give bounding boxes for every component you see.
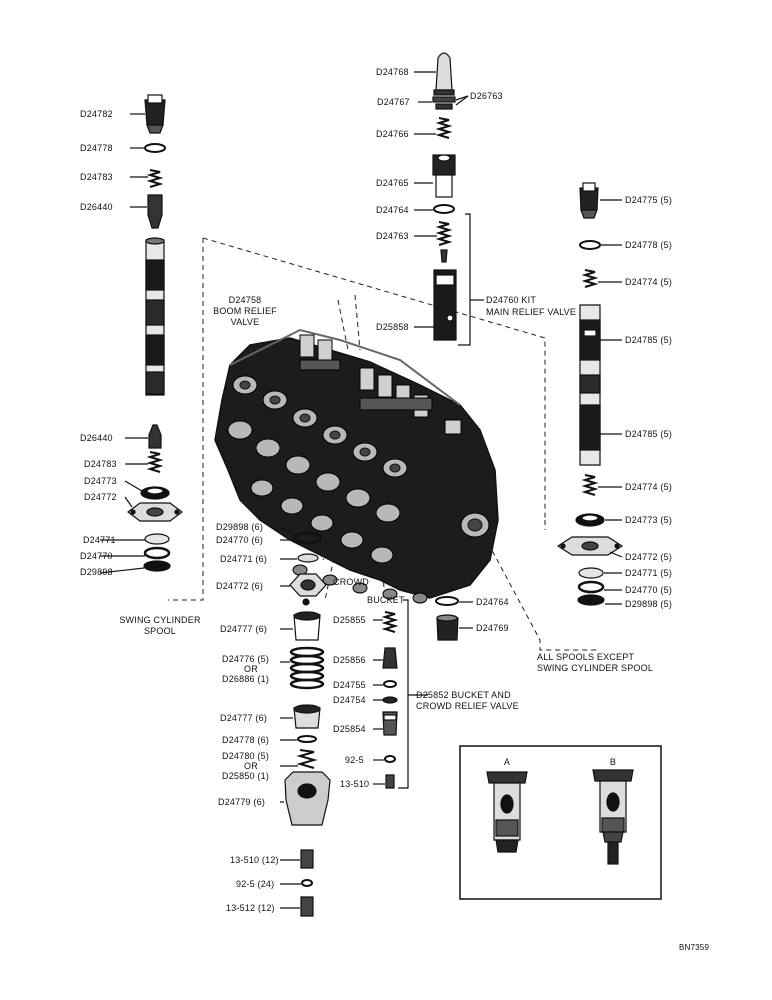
part-label: 92-5 — [345, 755, 364, 765]
part-label: D24755 — [333, 680, 366, 690]
part-label: D24778 — [80, 143, 113, 153]
valve-body — [214, 328, 499, 604]
part-label: D24783 — [84, 459, 117, 469]
part-label: D24766 — [376, 129, 409, 139]
swing-spool-parts — [99, 94, 183, 574]
part-label: D24772 — [84, 492, 117, 502]
spring-icon — [146, 169, 164, 188]
part-label: 13-512 (12) — [226, 903, 275, 913]
part-label: D24778 (6) — [222, 735, 270, 745]
part-label: D24771 (6) — [220, 554, 268, 564]
body-plugs — [435, 596, 473, 641]
part-label: D24775 (5) — [625, 195, 673, 205]
part-label: D24771 (5) — [625, 568, 673, 578]
standard-spool-caption-line2: SWING CYLINDER SPOOL — [537, 663, 654, 673]
main-relief-kit-line1: D24760 KIT — [486, 295, 537, 305]
part-label: D29898 — [80, 567, 113, 577]
part-label: D24764 — [476, 597, 509, 607]
drawing-number: BN7359 — [679, 943, 710, 952]
bucket-label: BUCKET — [367, 595, 405, 605]
part-label: D24782 — [80, 109, 113, 119]
part-label: D24777 (6) — [220, 713, 268, 723]
center-spool-parts — [279, 526, 331, 917]
relief-valve-title-line2: CROWD RELIEF VALVE — [416, 701, 519, 711]
spring-icon — [289, 646, 325, 690]
inset-label-a: A — [503, 757, 511, 767]
boom-relief-line3: VALVE — [230, 317, 260, 327]
swing-spool-caption-line1: SWING CYLINDER — [119, 615, 201, 625]
inset-label-b: B — [609, 757, 617, 767]
standard-spool-parts — [556, 182, 624, 606]
boom-relief-line1: D24758 — [228, 295, 262, 305]
part-label: D24776 (5) — [222, 654, 270, 664]
part-label: D25854 — [333, 724, 366, 734]
part-label: 13-510 — [340, 779, 370, 789]
part-label: D24780 (5) — [222, 751, 270, 761]
part-label: D25850 (1) — [222, 771, 270, 781]
part-label: D24779 (6) — [218, 797, 266, 807]
part-label: D24770 — [80, 551, 113, 561]
inset-part-a — [486, 771, 528, 853]
part-label: D26440 — [80, 433, 113, 443]
part-label: D24765 — [376, 178, 409, 188]
part-label: D24768 — [376, 67, 409, 77]
part-label: D24764 — [376, 205, 409, 215]
main-relief-kit-line2: MAIN RELIEF VALVE — [486, 307, 577, 317]
part-label: D24785 (5) — [625, 429, 673, 439]
part-label: D25858 — [376, 322, 409, 332]
part-label: D24770 (5) — [625, 585, 673, 595]
part-label: 13-510 (12) — [230, 855, 279, 865]
part-label: D26763 — [470, 91, 503, 101]
part-label: 92-5 (24) — [236, 879, 275, 889]
bucket-crowd-relief-valve-parts — [373, 599, 428, 789]
part-label: D24754 — [333, 695, 366, 705]
part-label: D25856 — [333, 655, 366, 665]
part-label: D24772 (5) — [625, 552, 673, 562]
inset-part-b — [592, 769, 634, 865]
part-label: D24771 — [83, 535, 116, 545]
part-label: D25855 — [333, 615, 366, 625]
crowd-label: CROWD — [333, 577, 369, 587]
part-label: D29898 (5) — [625, 599, 673, 609]
part-label: D24777 (6) — [220, 624, 268, 634]
part-label: D24769 — [476, 623, 509, 633]
swing-spool-caption-line2: SPOOL — [143, 626, 176, 636]
part-label: D24778 (5) — [625, 240, 673, 250]
relief-valve-title-line1: D25852 BUCKET AND — [416, 690, 511, 700]
standard-spool-caption-line1: ALL SPOOLS EXCEPT — [537, 652, 635, 662]
part-label: D26440 — [80, 202, 113, 212]
or-label: OR — [244, 761, 258, 771]
part-label: D24773 (5) — [625, 515, 673, 525]
part-label: D24767 — [377, 97, 410, 107]
inset-box — [459, 745, 662, 900]
part-label: D26886 (1) — [222, 674, 270, 684]
part-label: D24774 (5) — [625, 482, 673, 492]
main-relief-valve-parts — [414, 52, 484, 346]
part-label: D24772 (6) — [216, 581, 264, 591]
part-label: D24770 (6) — [216, 535, 264, 545]
part-label: D29898 (6) — [216, 522, 264, 532]
part-label: D24785 (5) — [625, 335, 673, 345]
or-label: OR — [244, 664, 258, 674]
boom-relief-line2: BOOM RELIEF — [213, 306, 277, 316]
part-label: D24773 — [84, 476, 117, 486]
part-label: D24763 — [376, 231, 409, 241]
part-label: D24774 (5) — [625, 277, 673, 287]
part-label: D24783 — [80, 172, 113, 182]
